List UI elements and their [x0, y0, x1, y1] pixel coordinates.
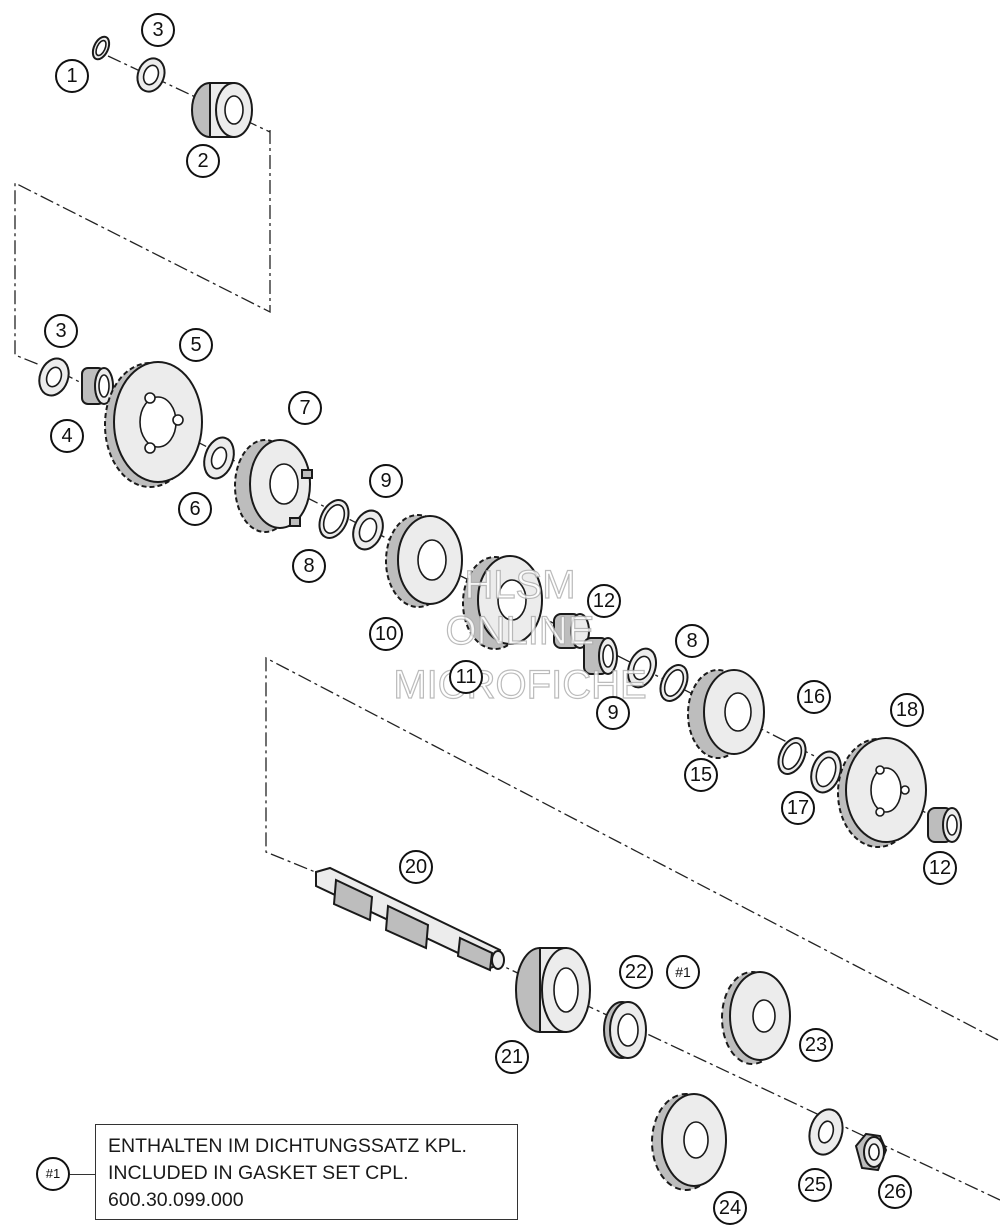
callout-4[interactable]: 4: [50, 419, 84, 453]
watermark-line-2: ONLINE: [446, 609, 595, 653]
callout-label: 15: [690, 764, 712, 786]
callout-10[interactable]: 10: [369, 617, 403, 651]
callout-label: 1: [66, 65, 77, 87]
callout-label: 18: [896, 699, 918, 721]
part-sprocket-23: [721, 971, 791, 1065]
part-circlip-16: [777, 737, 807, 775]
callout-label: #1: [675, 964, 691, 980]
callout-26[interactable]: 26: [878, 1175, 912, 1209]
part-needle-bearing-4: [81, 367, 114, 405]
callout-label: 2: [197, 150, 208, 172]
callout-15[interactable]: 15: [684, 758, 718, 792]
callout-label: 10: [375, 623, 397, 645]
callout-label: 9: [380, 470, 391, 492]
callout-label: 24: [719, 1197, 741, 1219]
part-lock-washer-25: [808, 1108, 844, 1156]
callout-label: 20: [405, 856, 427, 878]
part-gear-11: [462, 555, 543, 650]
part-shaft-seal-22: [603, 1001, 647, 1059]
callout-label: 22: [625, 961, 647, 983]
callout-5[interactable]: 5: [179, 328, 213, 362]
callout-21[interactable]: 21: [495, 1040, 529, 1074]
part-spline-washer-9: [352, 509, 384, 551]
part-gear-15: [687, 669, 765, 759]
callout-label: 12: [593, 590, 615, 612]
note-leader-line: [70, 1174, 96, 1175]
callout-2[interactable]: 2: [186, 144, 220, 178]
callout-label: 7: [299, 397, 310, 419]
part-gear-5: [104, 361, 203, 488]
part-gear-7: [234, 439, 313, 533]
note-ref-badge: #1: [36, 1157, 70, 1191]
part-gear-18: [837, 737, 927, 848]
callout-9-b[interactable]: 9: [596, 696, 630, 730]
note-part-number: 600.30.099.000: [108, 1189, 244, 1211]
callout-label: 8: [303, 555, 314, 577]
callout-20[interactable]: 20: [399, 850, 433, 884]
note-line-english: INCLUDED IN GASKET SET CPL.: [108, 1162, 409, 1184]
callout-label: 23: [805, 1034, 827, 1056]
callout-label: 12: [929, 857, 951, 879]
callout-12-middle[interactable]: 12: [587, 584, 621, 618]
callout-23[interactable]: 23: [799, 1028, 833, 1062]
callout-17[interactable]: 17: [781, 791, 815, 825]
part-nut-26: [854, 1132, 888, 1172]
part-spline-washer-9-b: [626, 647, 658, 689]
part-washer-6: [203, 436, 235, 480]
callout-label: 17: [787, 797, 809, 819]
part-needle-bearing-12: [583, 637, 618, 675]
callout-16[interactable]: 16: [797, 680, 831, 714]
part-shaft-20: [315, 866, 505, 972]
callout-label: 3: [152, 19, 163, 41]
callout-label: 6: [189, 498, 200, 520]
part-washer-3: [38, 357, 70, 397]
callout-18[interactable]: 18: [890, 693, 924, 727]
callout-label: 4: [61, 425, 72, 447]
callout-9[interactable]: 9: [369, 464, 403, 498]
callout-label: 11: [456, 666, 477, 688]
callout-6[interactable]: 6: [178, 492, 212, 526]
part-needle-bearing-12-right: [927, 807, 962, 843]
callout-8[interactable]: 8: [292, 549, 326, 583]
callout-label: 16: [803, 686, 825, 708]
part-washer-17: [810, 750, 842, 794]
callout-3-top[interactable]: 3: [141, 13, 175, 47]
part-circlip-1: [91, 35, 111, 61]
part-circlip-8-b: [659, 664, 689, 702]
callout-1[interactable]: 1: [55, 59, 89, 93]
callout-25[interactable]: 25: [798, 1168, 832, 1202]
callout-label: 8: [686, 630, 697, 652]
part-bearing-2: [191, 82, 253, 138]
callout-label: 5: [190, 334, 201, 356]
callout-8-b[interactable]: 8: [675, 624, 709, 658]
callout-label: 3: [55, 320, 66, 342]
part-washer-3-top: [136, 57, 166, 93]
callout-11[interactable]: 11: [449, 660, 483, 694]
part-sprocket-24: [651, 1093, 727, 1191]
callout-label: 21: [501, 1046, 523, 1068]
part-bearing-21: [515, 947, 591, 1033]
watermark-line-1: HLSM: [464, 563, 575, 607]
callout-22[interactable]: 22: [619, 955, 653, 989]
part-circlip-8: [318, 499, 350, 539]
gasket-set-note: ENTHALTEN IM DICHTUNGSSATZ KPL. INCLUDED…: [95, 1124, 518, 1220]
part-needle-bearing-12-left: [553, 613, 590, 649]
callout-12-right[interactable]: 12: [923, 851, 957, 885]
part-gear-10: [385, 514, 463, 608]
callout-label: 26: [884, 1181, 906, 1203]
callout-label: 9: [607, 702, 618, 724]
callout-label: 25: [804, 1174, 826, 1196]
callout-7[interactable]: 7: [288, 391, 322, 425]
callout-ref-1[interactable]: #1: [666, 955, 700, 989]
callouts: 1 3 2 3 5 4 7 6 9 8 10 11 12 8 9 16 18 1…: [44, 13, 957, 1225]
callout-3[interactable]: 3: [44, 314, 78, 348]
callout-24[interactable]: 24: [713, 1191, 747, 1225]
note-line-german: ENTHALTEN IM DICHTUNGSSATZ KPL.: [108, 1135, 467, 1157]
